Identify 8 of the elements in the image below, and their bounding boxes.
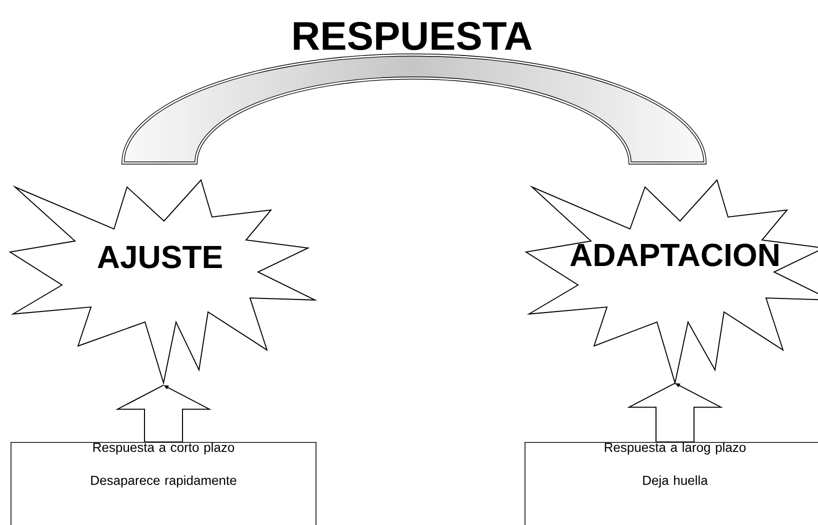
starburst: AJUSTE <box>8 179 318 386</box>
starburst: ADAPTACION <box>524 179 818 386</box>
text-box: Respuesta a corto plazo Desaparece rapidamente <box>10 442 316 525</box>
title: RESPUESTA <box>294 22 532 50</box>
curved-band <box>122 54 706 164</box>
block-arrow <box>115 384 212 442</box>
block-arrow <box>626 382 724 442</box>
text-box: Respuesta a larog plazo Deja huella <box>524 442 818 525</box>
